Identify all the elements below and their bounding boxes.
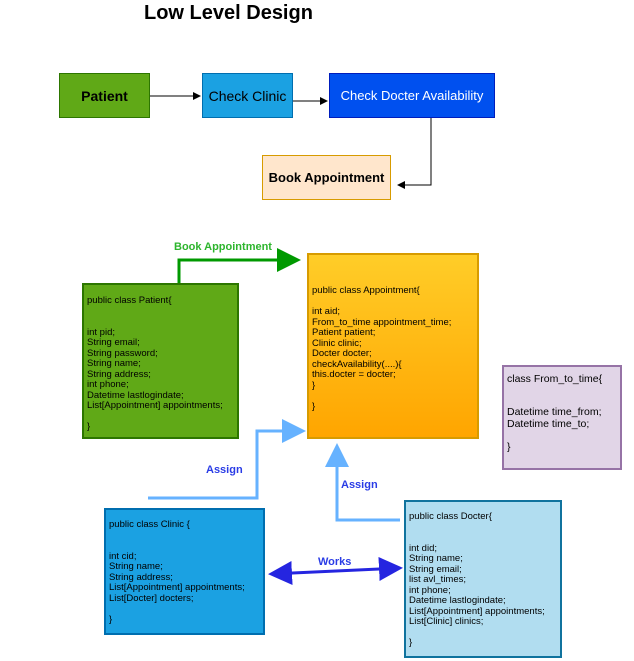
code-line: List[Clinic] clinics;: [409, 616, 484, 627]
code-line: int cid;: [109, 550, 137, 562]
code-line: int did;: [409, 542, 437, 554]
check-docter-availability-node[interactable]: Check Docter Availability: [329, 73, 495, 118]
code-line: String email;: [87, 337, 140, 348]
edge-works: [268, 556, 403, 586]
code-line: class From_to_time{: [507, 373, 603, 385]
code-line: [409, 628, 557, 639]
code-line: [87, 412, 234, 423]
edge-assign-clinic: [148, 419, 306, 500]
code-line: Clinic clinic;: [312, 337, 362, 349]
code-line: Datetime lastlogindate;: [87, 389, 184, 401]
code-line: public class Clinic {: [109, 519, 190, 530]
code-line: Datetime time_to;: [507, 418, 590, 430]
appointment-class[interactable]: public class Appointment{ int aid;From_to…: [307, 253, 479, 439]
code-line: [409, 533, 557, 544]
code-line: }: [312, 379, 316, 391]
code-line: String name;: [409, 553, 463, 564]
code-line: }: [507, 440, 511, 453]
code-line: Datetime lastlogindate;: [409, 595, 506, 606]
code-line: }: [109, 613, 113, 625]
code-line: [87, 317, 234, 328]
code-line: int phone;: [409, 584, 451, 596]
code-line: String email;: [409, 563, 462, 575]
code-line: public class Patient{: [87, 295, 172, 306]
clinic-class[interactable]: public class Clinic { int cid;String name…: [104, 508, 265, 635]
check-clinic-label: Check Clinic: [208, 87, 287, 104]
code-line: [109, 604, 260, 615]
code-line: [507, 385, 617, 396]
code-line: String name;: [109, 561, 163, 572]
book-appointment-edge-label: Book Appointment: [174, 241, 272, 253]
from-to-time-class[interactable]: class From_to_time{ Datetime time_from;Da…: [502, 365, 622, 470]
docter-class[interactable]: public class Docter{ int did;String name;…: [404, 500, 562, 658]
code-line: [312, 391, 474, 402]
page-title: Low Level Design: [144, 2, 313, 24]
code-line: [87, 307, 234, 318]
code-line: public class Appointment{: [312, 285, 420, 296]
code-line: }: [409, 637, 413, 648]
code-line: String address;: [109, 571, 173, 583]
code-line: [109, 541, 260, 552]
code-line: String name;: [87, 358, 141, 369]
code-line: From_to_time appointment_time;: [312, 316, 452, 328]
code-line: int aid;: [312, 306, 340, 317]
code-line: [507, 396, 617, 407]
code-line: list avl_times;: [409, 574, 467, 585]
code-line: [409, 523, 557, 534]
code-line: public class Docter{: [409, 511, 492, 522]
code-line: int phone;: [87, 379, 129, 390]
code-line: checkAvailability(....){: [312, 358, 402, 370]
code-line: }: [87, 421, 91, 432]
code-line: }: [312, 400, 316, 412]
edge-assign-docter: [325, 443, 400, 522]
patient-node-label: Patient: [81, 87, 128, 104]
edge-docter-to-book: [397, 118, 432, 189]
assign-docter-edge-label: Assign: [341, 479, 378, 491]
code-line: Patient patient;: [312, 327, 376, 338]
code-line: Docter docter;: [312, 348, 372, 359]
book-appointment-label: Book Appointment: [268, 170, 385, 185]
code-line: [109, 531, 260, 542]
check-clinic-node[interactable]: Check Clinic: [202, 73, 293, 118]
check-docter-availability-label: Check Docter Availability: [340, 88, 484, 103]
patient-node[interactable]: Patient: [59, 73, 150, 118]
book-appointment-node[interactable]: Book Appointment: [262, 155, 391, 200]
code-line: List[Appointment] appointments;: [87, 400, 223, 411]
edge-book-appointment: [177, 248, 301, 283]
code-line: int pid;: [87, 326, 115, 338]
assign-clinic-edge-label: Assign: [206, 464, 243, 476]
code-line: List[Appointment] appointments;: [109, 582, 245, 593]
code-line: this.docter = docter;: [312, 369, 396, 380]
code-line: List[Appointment] appointments;: [409, 605, 545, 617]
works-edge-label: Works: [318, 556, 352, 568]
code-line: String password;: [87, 347, 158, 359]
code-line: Datetime time_from;: [507, 406, 602, 418]
patient-class[interactable]: public class Patient{ int pid;String emai…: [82, 283, 239, 439]
code-line: List[Docter] docters;: [109, 592, 194, 604]
code-line: [507, 430, 617, 441]
code-line: String address;: [87, 368, 151, 380]
